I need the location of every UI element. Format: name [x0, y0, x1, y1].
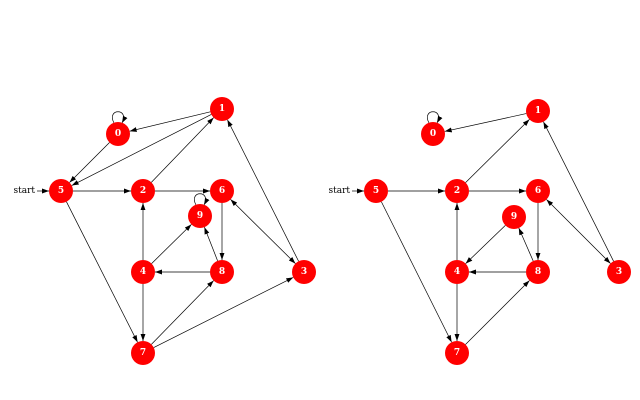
right-graph-node-3-label: 3 — [616, 267, 622, 277]
left-graph-node-2: 2 — [131, 179, 155, 203]
left-graph-node-6-label: 6 — [219, 186, 225, 196]
left-graph-edge-7-3 — [153, 277, 294, 348]
left-graph-node-4-circle — [131, 260, 155, 284]
right-graph-node-3: 3 — [607, 260, 631, 284]
right-graph-node-2: 2 — [445, 179, 469, 203]
right-graph-node-1-label: 1 — [535, 106, 541, 116]
left-graph-edge-3-1 — [227, 119, 299, 262]
right-graph-node-7-label: 7 — [454, 348, 460, 358]
left-graph-node-1-label: 1 — [219, 104, 225, 114]
left-graph-node-3-circle — [292, 260, 316, 284]
right-graph-node-2-label: 2 — [454, 186, 460, 196]
left-graph-node-2-circle — [131, 179, 155, 203]
right-graph-edge-8-9 — [518, 227, 534, 262]
left-graph-node-7-label: 7 — [140, 348, 146, 358]
left-graph-node-0-circle — [106, 122, 130, 146]
right-graph-node-8-circle — [526, 260, 550, 284]
right-graph-node-1: 1 — [526, 99, 550, 123]
left-graph-node-5-circle — [49, 179, 73, 203]
right-graph-node-4-circle — [445, 260, 469, 284]
left-graph-node-3: 3 — [292, 260, 316, 284]
left-graph-node-4-label: 4 — [140, 267, 146, 277]
left-graph-start-label: start — [13, 186, 35, 196]
left-graph-node-9-label: 9 — [197, 211, 203, 221]
right-graph-node-8: 8 — [526, 260, 550, 284]
right-graph-node-7: 7 — [445, 341, 469, 365]
start-layer: start start — [13, 186, 364, 196]
right-graph-edge-9-4 — [465, 225, 506, 264]
left-graph-edge-0-5 — [69, 142, 110, 183]
right-graph-start-label: start — [328, 186, 350, 196]
right-graph-edge-7-8 — [465, 280, 530, 345]
right-graph-node-0-circle — [421, 122, 445, 146]
right-graph-node-9-label: 9 — [511, 212, 517, 222]
left-graph-edge-2-1 — [151, 117, 214, 183]
right-graph-node-7-circle — [445, 341, 469, 365]
left-graph-node-1-circle — [210, 97, 234, 121]
left-graph-node-0-label: 0 — [115, 129, 121, 139]
right-graph-edge-1-0 — [444, 113, 527, 133]
right-graph-node-5: 5 — [364, 179, 388, 203]
right-graph-node-2-circle — [445, 179, 469, 203]
right-graph-node-6-circle — [526, 179, 550, 203]
right-graph-edge-3-6 — [546, 199, 611, 264]
right-graph-node-9-circle — [502, 205, 526, 229]
left-graph-node-7: 7 — [131, 341, 155, 365]
right-graph-node-4: 4 — [445, 260, 469, 284]
right-graph-edge-2-1 — [465, 119, 530, 183]
left-graph-node-4: 4 — [131, 260, 155, 284]
right-graph-node-9: 9 — [502, 205, 526, 229]
right-graph-edge-5-7 — [381, 201, 452, 343]
left-graph-edge-7-8 — [151, 280, 214, 345]
left-graph-node-9-circle — [188, 204, 212, 228]
left-graph-node-0: 0 — [106, 122, 130, 146]
right-graph-node-5-label: 5 — [373, 186, 379, 196]
left-graph-node-1: 1 — [210, 97, 234, 121]
right-graph-node-0-label: 0 — [430, 129, 436, 139]
left-graph-self-loop-9 — [194, 193, 210, 206]
left-graph-node-8-label: 8 — [219, 267, 225, 277]
left-graph-node-7-circle — [131, 341, 155, 365]
left-graph-edge-4-9 — [151, 224, 192, 264]
right-graph-node-3-circle — [607, 260, 631, 284]
left-graph-node-5: 5 — [49, 179, 73, 203]
right-graph-node-1-circle — [526, 99, 550, 123]
right-graph-node-0: 0 — [421, 122, 445, 146]
right-graph-node-5-circle — [364, 179, 388, 203]
left-graph-node-6: 6 — [210, 179, 234, 203]
left-graph-node-6-circle — [210, 179, 234, 203]
left-graph-edge-5-7 — [66, 201, 138, 343]
right-graph-self-loop-0 — [427, 111, 443, 124]
left-graph-node-3-label: 3 — [301, 267, 307, 277]
left-graph-node-8-circle — [210, 260, 234, 284]
right-graph-node-6-label: 6 — [535, 186, 541, 196]
left-graph-node-2-label: 2 — [140, 186, 146, 196]
left-graph-edge-1-5 — [71, 114, 212, 186]
left-graph-edge-8-9 — [204, 227, 218, 261]
right-graph-node-4-label: 4 — [454, 267, 460, 277]
left-graph-node-5-label: 5 — [58, 186, 64, 196]
left-graph-edge-3-6 — [230, 199, 296, 264]
edges-layer — [66, 111, 614, 348]
left-graph-node-8: 8 — [210, 260, 234, 284]
left-graph-node-9: 9 — [188, 204, 212, 228]
nodes-layer: 0 1 2 3 4 5 6 7 8 9 0 1 2 3 4 5 6 7 8 9 — [49, 97, 631, 365]
left-graph-self-loop-0 — [112, 111, 128, 124]
right-graph-edge-3-1 — [543, 121, 614, 262]
right-graph-node-8-label: 8 — [535, 267, 541, 277]
left-graph-edge-1-0 — [129, 111, 211, 132]
right-graph-node-6: 6 — [526, 179, 550, 203]
